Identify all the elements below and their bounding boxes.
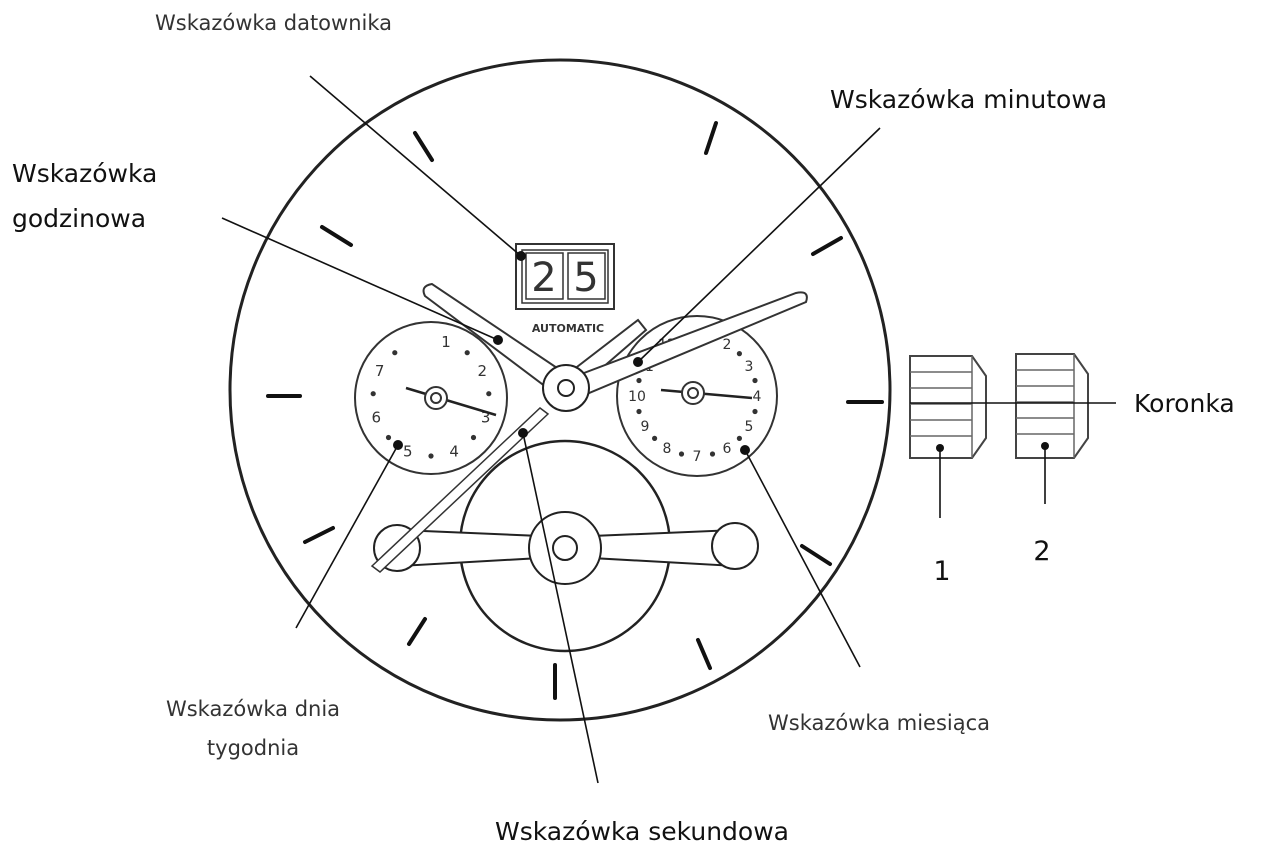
label-crown: Koronka (1134, 389, 1235, 418)
label-crown-position-2: 2 (1033, 536, 1050, 567)
weekday-numeral: 7 (375, 362, 385, 380)
balance-wheel (373, 439, 759, 653)
weekday-tick (470, 434, 477, 441)
month-numeral: 5 (745, 419, 754, 435)
month-numeral: 7 (693, 449, 702, 465)
hour-marker (800, 544, 832, 566)
month-tick (752, 377, 758, 384)
leader-second-hand (522, 432, 599, 784)
label-second-hand: Wskazówka sekundowa (495, 817, 789, 846)
hour-marker (303, 526, 335, 544)
label-crown-position-1: 1 (933, 556, 950, 587)
leader-date-hand (309, 75, 522, 257)
weekday-tick (486, 391, 492, 397)
month-hand (660, 388, 753, 400)
weekday-tick (385, 434, 392, 441)
date-digit-units: 5 (573, 255, 598, 301)
weekday-tick (370, 391, 376, 397)
month-tick (652, 435, 658, 441)
label-weekday-hand-line2: tygodnia (207, 736, 299, 760)
month-tick (678, 451, 685, 457)
weekday-tick (392, 350, 398, 356)
month-tick (636, 408, 642, 415)
weekday-numeral: 4 (449, 442, 459, 460)
month-tick (636, 377, 642, 384)
month-tick (709, 451, 716, 457)
month-tick (736, 435, 743, 441)
leader-month-hand (744, 449, 861, 668)
label-date-hand: Wskazówka datownika (155, 11, 392, 35)
weekday-tick (428, 453, 434, 459)
hour-markers (266, 121, 884, 700)
leader-lines (221, 75, 1116, 784)
label-weekday-hand-line1: Wskazówka dnia (166, 697, 340, 721)
second-hand (370, 407, 550, 573)
hour-marker (413, 131, 434, 162)
hour-marker (696, 638, 712, 670)
weekday-subdial: 1 2 3 4 5 6 7 (354, 321, 508, 475)
weekday-numeral: 6 (372, 408, 382, 426)
date-digit-tens: 2 (531, 255, 556, 301)
date-window: 2 5 (515, 243, 615, 310)
minute-hand (574, 291, 808, 398)
hour-marker (811, 236, 843, 256)
month-tick (736, 351, 743, 357)
weekday-numeral: 2 (478, 362, 488, 380)
weekday-numeral: 5 (403, 442, 413, 460)
label-minute-hand: Wskazówka minutowa (830, 85, 1107, 114)
weekday-hand (405, 386, 497, 417)
label-hour-hand-line1: Wskazówka (12, 159, 157, 188)
month-numeral: 10 (628, 389, 646, 405)
crown-position-2 (1015, 353, 1089, 504)
weekday-tick (464, 350, 470, 356)
leader-weekday-hand (295, 444, 399, 629)
automatic-label: AUTOMATIC (532, 322, 604, 335)
month-numeral: 3 (745, 359, 754, 375)
month-numeral: 8 (663, 441, 672, 457)
hour-marker (320, 225, 353, 247)
weekday-numeral: 3 (481, 408, 491, 426)
weekday-numeral: 1 (441, 333, 451, 351)
month-numeral: 9 (641, 419, 650, 435)
month-tick (752, 408, 758, 415)
leader-hour-hand (221, 217, 499, 341)
leader-minute-hand (637, 127, 881, 363)
hour-marker (407, 617, 427, 646)
hour-marker (704, 121, 718, 155)
label-hour-hand-line2: godzinowa (12, 204, 146, 233)
month-numeral: 4 (753, 389, 762, 405)
month-numeral: 6 (723, 441, 732, 457)
label-month-hand: Wskazówka miesiąca (768, 711, 990, 735)
crown-position-1 (909, 355, 987, 518)
month-numeral: 2 (723, 337, 732, 353)
